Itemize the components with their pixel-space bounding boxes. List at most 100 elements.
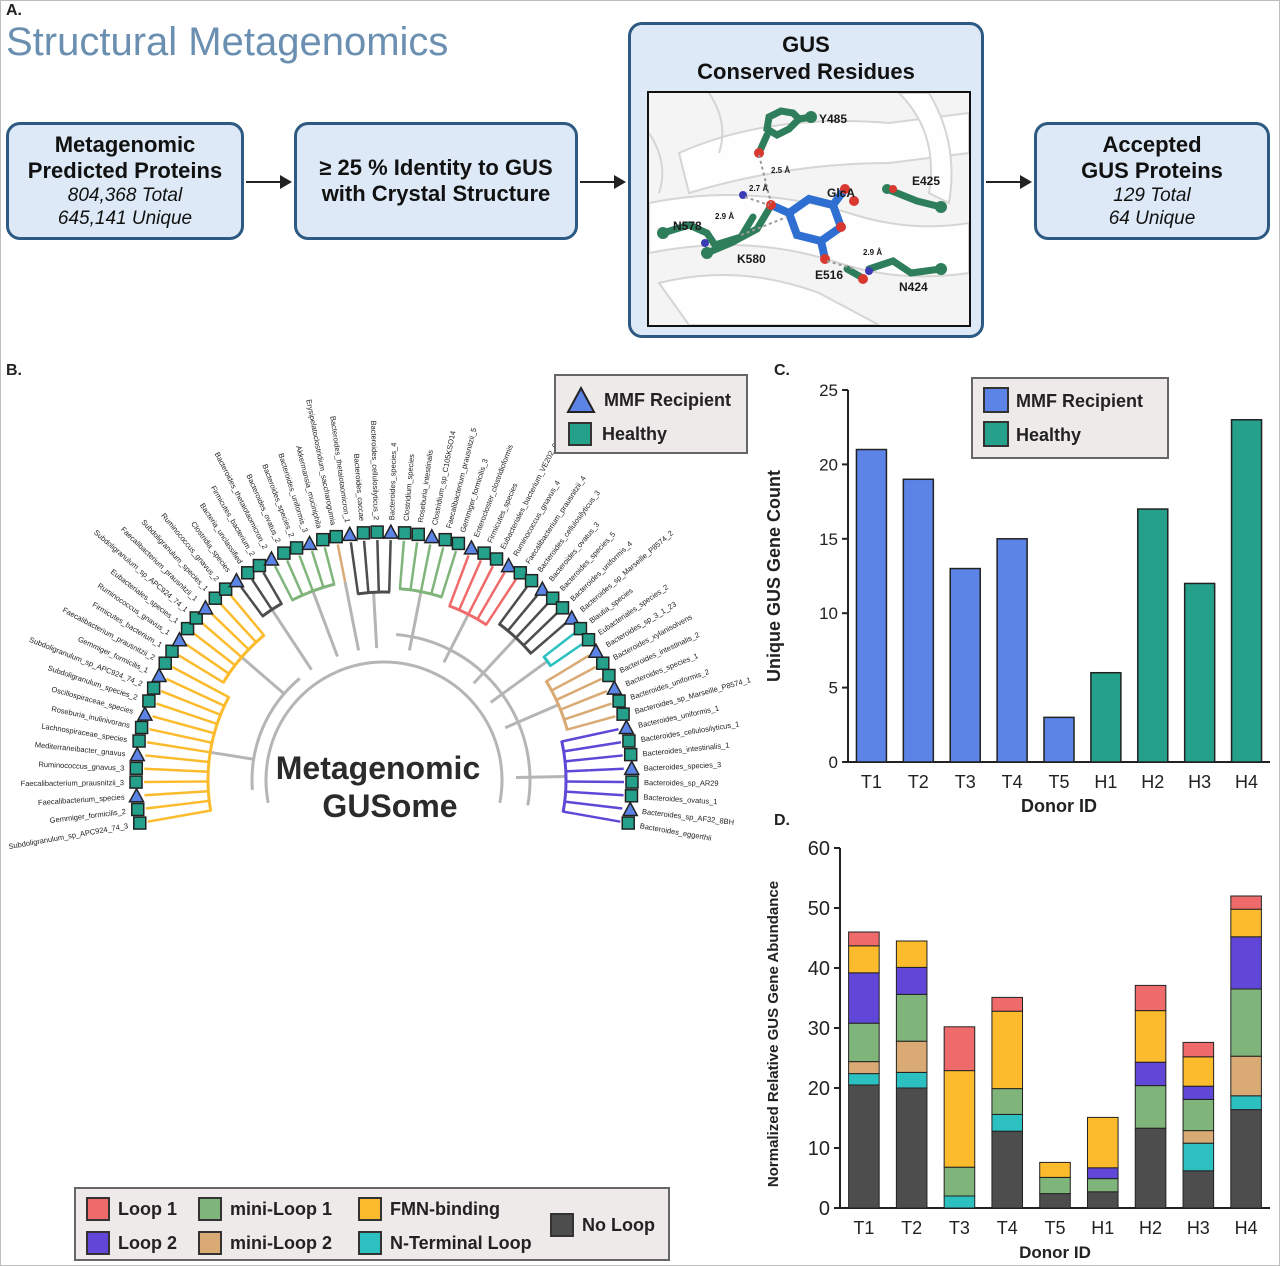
- leaf-marker-healthy: [622, 734, 636, 748]
- y-tick-label: 5: [829, 679, 838, 698]
- branch-28: [340, 563, 347, 583]
- x-tick-label: T5: [1044, 1218, 1065, 1238]
- swatch-miniloop1: [198, 1197, 222, 1221]
- segment-H3-loop-1: [1182, 1041, 1215, 1058]
- box2-line1: ≥ 25 % Identity to GUS: [319, 155, 553, 180]
- loop-legend-fmn: FMN-binding: [358, 1197, 500, 1221]
- clade-arc-1: [221, 633, 266, 684]
- leaf-marker-mmf: [150, 666, 168, 683]
- leaf-label: Bacteroides_species_4: [387, 442, 398, 520]
- leaf-marker-healthy: [134, 720, 149, 735]
- panel-label-a: A.: [6, 2, 22, 19]
- segment-T1-n-terminal-loop: [848, 1073, 880, 1086]
- tree-backbone-3: [395, 633, 532, 806]
- leaf-marker-healthy: [189, 611, 203, 625]
- y-tick-label: 20: [819, 455, 838, 474]
- leaf-label: Clostridium_species: [402, 453, 417, 521]
- x-tick-label: H2: [1139, 1218, 1162, 1238]
- branch-tip-14: [185, 643, 210, 662]
- loop-legend-fmn-label: FMN-binding: [390, 1198, 500, 1219]
- leaf-marker-healthy: [142, 694, 156, 708]
- box1-line2: Predicted Proteins: [27, 158, 223, 183]
- leaf-marker-healthy: [411, 527, 425, 542]
- segment-T1-fmn-binding: [848, 945, 880, 974]
- segment-T3-fmn-binding: [943, 1070, 976, 1168]
- panel-label-d: D.: [774, 812, 790, 829]
- loop-legend-nterm-label: N-Terminal Loop: [390, 1232, 532, 1253]
- segment-H4-mini-loop-2: [1230, 1055, 1262, 1097]
- x-tick-label: T4: [997, 1218, 1018, 1238]
- segment-H2-mini-loop-1: [1134, 1085, 1167, 1129]
- swatch-loop2: [86, 1231, 110, 1255]
- leaf-marker-mmf: [128, 787, 145, 803]
- clade-arc-10: [544, 679, 569, 731]
- clade-stem-6: [407, 591, 423, 651]
- branch-33: [398, 576, 403, 589]
- branch-27: [329, 572, 336, 585]
- branch-24: [296, 583, 304, 596]
- y-tick-label: 15: [819, 530, 838, 549]
- branch-63: [563, 810, 576, 815]
- leaf-marker-healthy: [596, 656, 610, 670]
- leaf-marker-healthy: [625, 775, 639, 789]
- segment-H1-fmn-binding: [1086, 1116, 1119, 1169]
- segment-H2-no-loop: [1134, 1127, 1167, 1209]
- branch-tip-53: [582, 689, 608, 702]
- tree-backbone-2: [250, 677, 301, 790]
- branch-tip-38: [456, 554, 470, 584]
- loop-legend-miniloop1-label: mini-Loop 1: [230, 1198, 332, 1219]
- segment-T3-n-terminal-loop: [943, 1195, 976, 1209]
- branch-tip-27: [323, 547, 333, 573]
- leaf-marker-healthy: [289, 541, 304, 555]
- branch-30: [366, 580, 370, 593]
- branch-tip-34: [411, 542, 419, 573]
- branch-9: [205, 718, 218, 726]
- x-tick-label: T3: [949, 1218, 970, 1238]
- box3-line1: GUS: [782, 32, 830, 57]
- active-site-svg: Y485 E425 N578 K580 E516 N424 GlcA 2.5 Å…: [649, 93, 969, 325]
- branch-22: [271, 587, 283, 605]
- branch-tip-41: [488, 571, 506, 600]
- x-tick-label: H4: [1235, 1218, 1258, 1238]
- active-site-structure: Y485 E425 N578 K580 E516 N424 GlcA 2.5 Å…: [647, 91, 971, 327]
- branch-tip-24: [285, 559, 299, 585]
- branch-29: [353, 569, 360, 594]
- legend-swatch-1: [983, 421, 1009, 447]
- y-tick-label: 10: [819, 604, 838, 623]
- branch-53: [560, 699, 584, 711]
- segment-T2-fmn-binding: [895, 940, 928, 968]
- leaf-marker-healthy: [513, 566, 528, 580]
- branch-55: [566, 723, 585, 731]
- segment-H4-loop-2: [1230, 936, 1262, 990]
- branch-tip-18: [219, 603, 249, 635]
- clade-arc-2: [260, 601, 284, 618]
- leaf-marker-healthy: [397, 526, 412, 540]
- segment-T2-no-loop: [895, 1087, 928, 1209]
- leaf-marker-healthy: [623, 747, 638, 762]
- leaf-marker-mmf: [136, 705, 154, 721]
- segment-H3-mini-loop-2: [1182, 1130, 1215, 1144]
- leaf-marker-healthy: [356, 526, 371, 540]
- flow-box-accepted-proteins: Accepted GUS Proteins 129 Total 64 Uniqu…: [1034, 122, 1270, 240]
- box2-line2: with Crystal Structure: [321, 181, 551, 206]
- clade-arc-9: [542, 654, 553, 668]
- x-axis-label: Donor ID: [1021, 796, 1097, 816]
- branch-12: [217, 690, 230, 699]
- segment-H4-loop-1: [1230, 895, 1262, 910]
- segment-H4-fmn-binding: [1230, 908, 1262, 938]
- branch-tip-54: [575, 702, 612, 717]
- branch-tip-26: [310, 550, 318, 565]
- loop-legend-loop2-label: Loop 2: [118, 1232, 177, 1253]
- bar-T3: [949, 567, 981, 763]
- segment-T3-loop-1: [943, 1026, 976, 1072]
- leaf-marker-healthy: [573, 621, 588, 636]
- branch-tip-28: [336, 544, 343, 565]
- segment-H3-fmn-binding: [1182, 1056, 1215, 1087]
- leaf-label: Bacteroides_intestinalis_1: [642, 741, 730, 759]
- box4-line4: 64 Unique: [1108, 208, 1196, 229]
- label-dist-4: 2.9 Å: [863, 248, 882, 257]
- clade-stem-2: [270, 608, 313, 671]
- segment-H1-mini-loop-1: [1086, 1178, 1119, 1193]
- leaf-marker-mmf: [500, 556, 517, 573]
- segment-T5-fmn-binding: [1039, 1161, 1071, 1178]
